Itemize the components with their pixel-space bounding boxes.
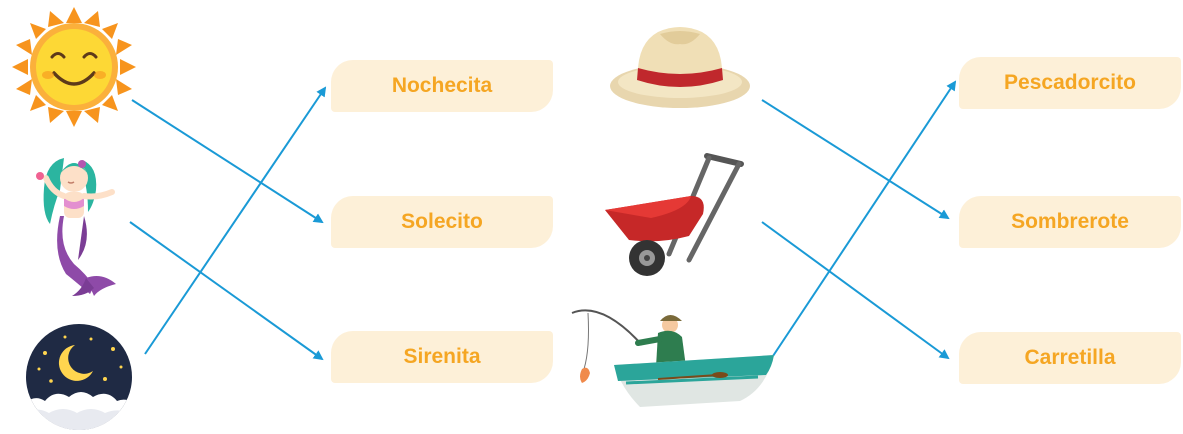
label-pescadorcito[interactable]: Pescadorcito <box>959 57 1181 109</box>
night-moon-icon <box>26 324 132 430</box>
label-sombrerote[interactable]: Sombrerote <box>959 196 1181 248</box>
fisherman-boat-icon <box>571 309 774 407</box>
label-sirenita[interactable]: Sirenita <box>331 331 553 383</box>
line-hat-to-sombrerote <box>761 99 950 220</box>
line-sun-to-solecito <box>131 99 324 224</box>
wheelbarrow-icon <box>605 153 744 276</box>
sun-icon <box>12 7 136 127</box>
line-mermaid-to-sirenita <box>129 221 324 361</box>
line-fisherman-to-pescadorcito <box>772 80 957 357</box>
label-carretilla[interactable]: Carretilla <box>959 332 1181 384</box>
label-solecito[interactable]: Solecito <box>331 196 553 248</box>
line-wheelbarrow-to-carretilla <box>761 221 950 360</box>
hat-icon <box>610 27 750 108</box>
mermaid-icon <box>36 158 116 296</box>
line-night-to-nochecita <box>144 86 327 355</box>
label-nochecita[interactable]: Nochecita <box>331 60 553 112</box>
